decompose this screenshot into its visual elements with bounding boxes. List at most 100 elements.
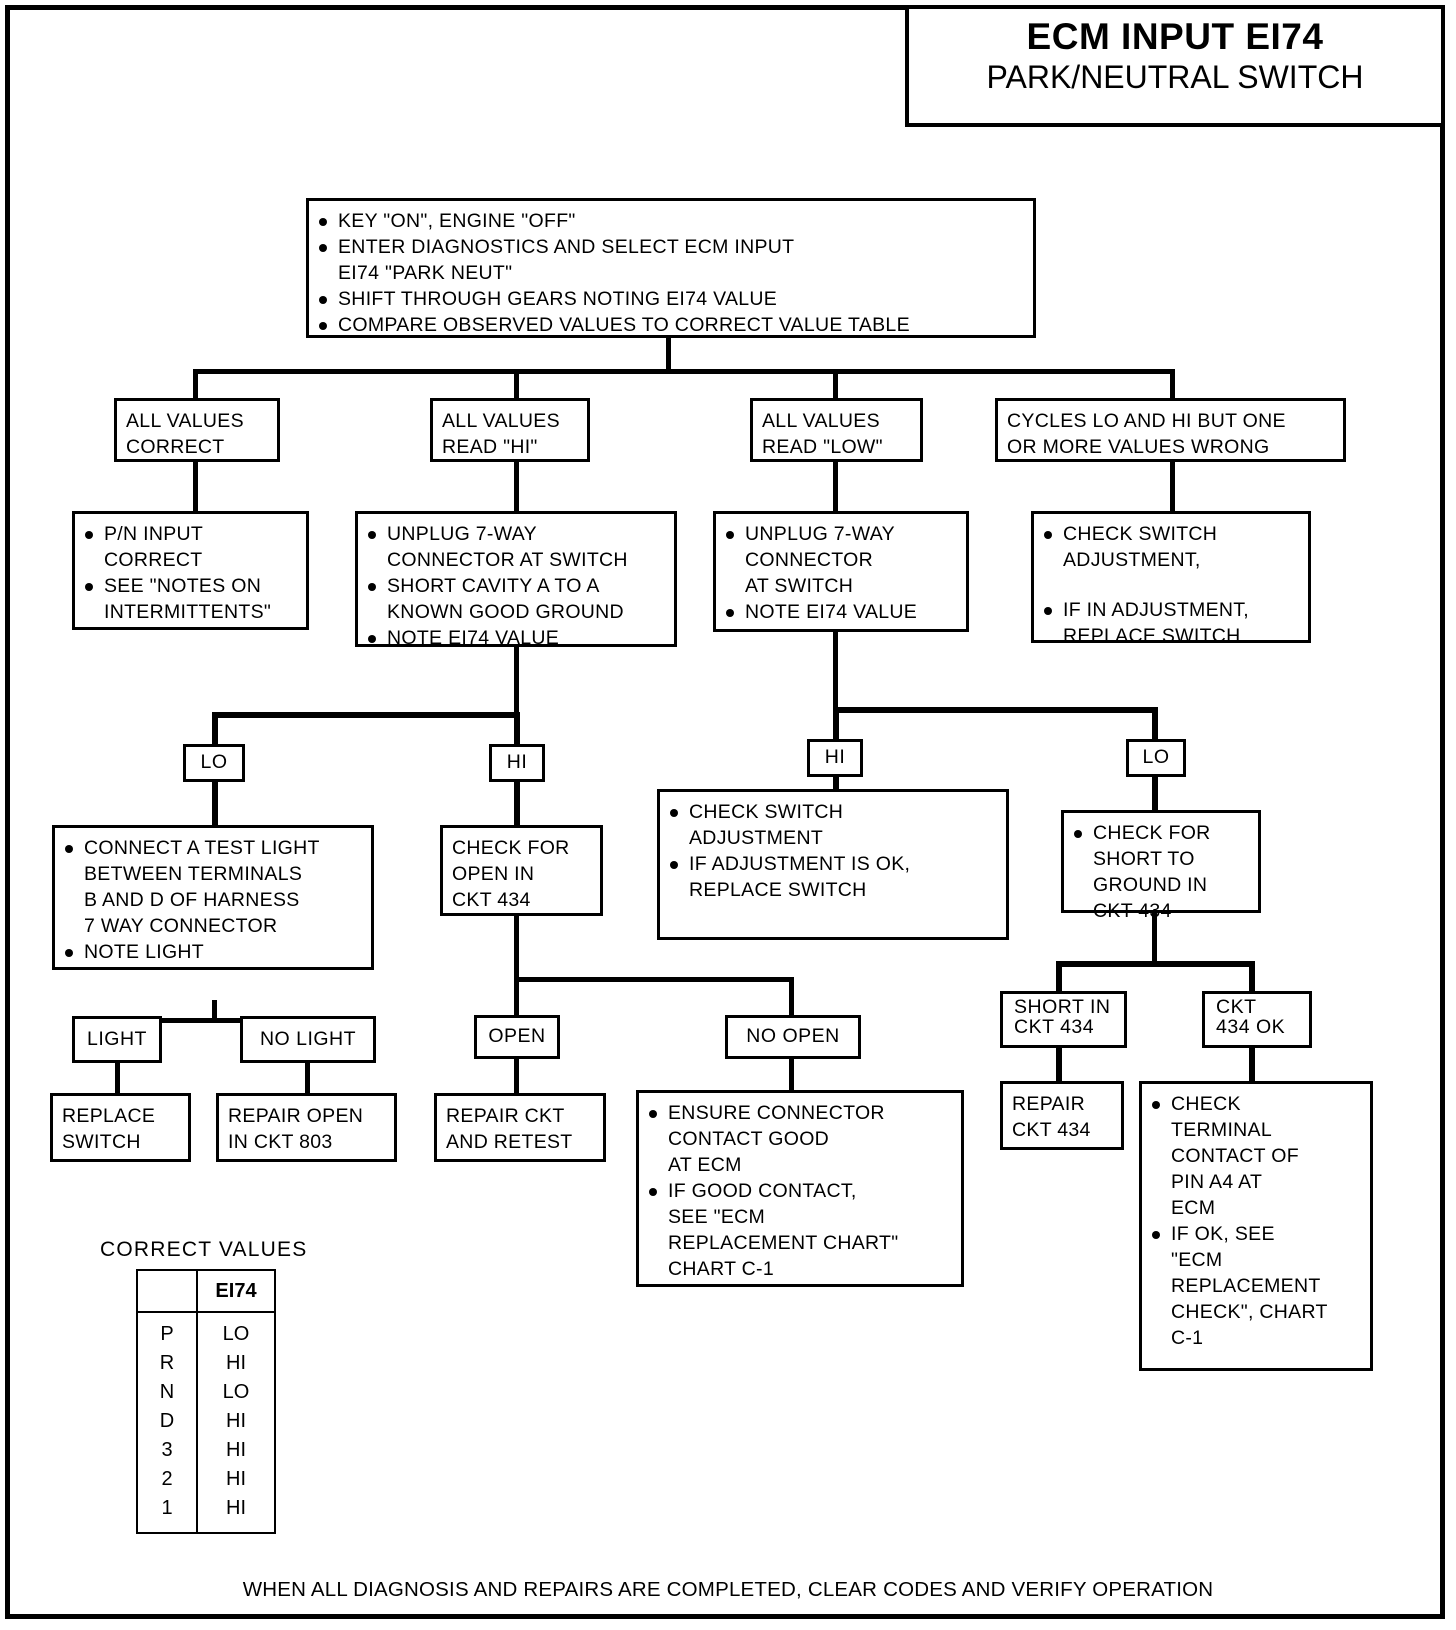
unpluglow-bullet-2: NOTE EI74 VALUE <box>725 599 957 625</box>
connector-shortin-down <box>1056 1047 1062 1084</box>
action-unplug-7way-hi: UNPLUG 7-WAY CONNECTOR AT SWITCH SHORT C… <box>355 511 677 649</box>
value-1: HI <box>226 1497 246 1519</box>
gear-p: P <box>160 1323 174 1345</box>
action-check-terminal-contact-pin-a4: CHECK TERMINAL CONTACT OF PIN A4 AT ECM … <box>1139 1081 1373 1371</box>
unplughi-b2l1: SHORT CAVITY A TO A <box>387 575 600 597</box>
ensure-b1l1: ENSURE CONNECTOR <box>668 1102 885 1124</box>
connector-lo1-down <box>212 781 218 826</box>
checkshort-b1l2: SHORT TO <box>1093 848 1195 870</box>
testlight-bullet-1: CONNECT A TEST LIGHT BETWEEN TERMINALS B… <box>64 835 362 939</box>
checkshort-b1l3: GROUND IN <box>1093 874 1208 896</box>
start-instruction-box: KEY "ON", ENGINE "OFF" ENTER DIAGNOSTICS… <box>306 198 1036 338</box>
branch2-line1: ALL VALUES <box>442 410 560 432</box>
checkadjhi-b2l1: IF ADJUSTMENT IS OK, <box>689 853 911 875</box>
unplughi-b2l2: KNOWN GOOD GROUND <box>387 601 624 623</box>
branch-all-values-read-hi: ALL VALUES READ "HI" <box>430 398 590 462</box>
cycles-b2l2: REPLACE SWITCH <box>1063 625 1241 647</box>
connector-to-branch1 <box>193 369 198 399</box>
checkterm-b1l2: TERMINAL <box>1171 1119 1272 1141</box>
gear-n: N <box>159 1381 175 1403</box>
connector-to-branch4 <box>1170 369 1175 399</box>
connector-unpluglow-down <box>833 632 838 712</box>
footer-note: WHEN ALL DIAGNOSIS AND REPAIRS ARE COMPL… <box>242 1578 1214 1601</box>
pill-ckt434-ok: CKT 434 OK <box>1202 991 1312 1048</box>
title-block: ECM INPUT EI74 PARK/NEUTRAL SWITCH <box>905 5 1445 127</box>
table-value-column: LO HI LO HI HI HI HI <box>196 1311 276 1534</box>
ensure-bullet-1: ENSURE CONNECTOR CONTACT GOOD AT ECM <box>648 1100 952 1178</box>
start-line-2-text: ENTER DIAGNOSTICS AND SELECT ECM INPUT <box>338 236 795 258</box>
connector-branch1-down <box>193 462 198 512</box>
branch4-line1: CYCLES LO AND HI BUT ONE <box>1007 410 1286 432</box>
ensure-b2l1: IF GOOD CONTACT, <box>668 1180 857 1202</box>
branch-all-values-correct: ALL VALUES CORRECT <box>114 398 280 462</box>
connector-light-down <box>115 1062 120 1096</box>
table-body-row: P R N D 3 2 1 LO HI LO HI HI HI HI <box>136 1311 276 1534</box>
gear-r: R <box>159 1352 175 1374</box>
cycles-b2l1: IF IN ADJUSTMENT, <box>1063 599 1250 621</box>
connector-unpluglow-split <box>833 707 1158 713</box>
action-check-short-to-ground-ckt434: CHECK FOR SHORT TO GROUND IN CKT 434 <box>1061 810 1261 922</box>
start-line-5: COMPARE OBSERVED VALUES TO CORRECT VALUE… <box>318 312 1024 338</box>
connector-checkshort-split <box>1056 961 1255 967</box>
unpluglow-b1l2: CONNECTOR <box>745 549 874 571</box>
checkopen-l3: CKT 434 <box>452 889 531 911</box>
connector-unplughi-down <box>514 645 519 715</box>
pill-open: OPEN <box>474 1015 560 1059</box>
connector-branch4-down <box>1170 462 1175 512</box>
checkadjhi-bullet-1: CHECK SWITCH ADJUSTMENT <box>669 799 997 851</box>
action-check-switch-adjustment-cycles: CHECK SWITCH ADJUSTMENT, IF IN ADJUSTMEN… <box>1031 511 1311 647</box>
pn-b2l1: SEE "NOTES ON <box>104 575 262 597</box>
checkterm-b2l2: "ECM <box>1171 1249 1223 1271</box>
connector-checkshort-down <box>1152 910 1157 965</box>
action-pn-input-correct: P/N INPUT CORRECT SEE "NOTES ON INTERMIT… <box>72 511 309 630</box>
cycles-bullet-2: IF IN ADJUSTMENT, REPLACE SWITCH <box>1043 597 1299 649</box>
page-title: ECM INPUT EI74 <box>1026 16 1324 57</box>
table-gear-column: P R N D 3 2 1 <box>136 1311 198 1534</box>
action-repair-ckt434: REPAIR CKT 434 <box>1000 1081 1124 1150</box>
value-3: HI <box>226 1439 246 1461</box>
pill-no-light: NO LIGHT <box>240 1016 376 1063</box>
connector-branch2-down <box>514 462 519 512</box>
cktok-l2: 434 OK <box>1216 1015 1286 1038</box>
ensure-bullet-2: IF GOOD CONTACT, SEE "ECM REPLACEMENT CH… <box>648 1178 952 1282</box>
repairckt-l1: REPAIR CKT <box>446 1105 565 1127</box>
connector-start-down <box>666 336 671 372</box>
checkterm-b2l4: CHECK", CHART <box>1171 1301 1328 1323</box>
pill-lo-2: LO <box>1126 739 1186 777</box>
correct-values-block: CORRECT VALUES EI74 P R N D 3 2 1 LO HI <box>100 1238 307 1534</box>
connector-testlight-down <box>212 1000 217 1022</box>
connector-to-hi1 <box>514 712 520 745</box>
connector-to-branch3 <box>833 369 838 399</box>
action-connect-test-light: CONNECT A TEST LIGHT BETWEEN TERMINALS B… <box>52 825 374 970</box>
cycles-bullet-1: CHECK SWITCH ADJUSTMENT, <box>1043 521 1299 573</box>
checkadjhi-b1l2: ADJUSTMENT <box>689 827 824 849</box>
page-subtitle: PARK/NEUTRAL SWITCH <box>986 58 1364 95</box>
checkterm-b1l3: CONTACT OF <box>1171 1145 1299 1167</box>
gear-1: 1 <box>161 1497 173 1519</box>
pill-light: LIGHT <box>72 1016 162 1063</box>
gear-d: D <box>159 1410 175 1432</box>
checkterm-b1l1: CHECK <box>1171 1093 1241 1115</box>
unpluglow-b1l3: AT SWITCH <box>745 575 854 597</box>
start-line-3-text: EI74 "PARK NEUT" <box>338 262 513 284</box>
connector-nolight-down <box>305 1062 310 1096</box>
repair434-l2: CKT 434 <box>1012 1119 1091 1141</box>
unplughi-b1l1: UNPLUG 7-WAY <box>387 523 537 545</box>
repairckt-l2: AND RETEST <box>446 1131 573 1153</box>
connector-to-noopen <box>789 977 794 1017</box>
pill-short-in-ckt434: SHORT IN CKT 434 <box>1000 991 1127 1048</box>
checkterm-bullet-2: IF OK, SEE "ECM REPLACEMENT CHECK", CHAR… <box>1151 1221 1361 1351</box>
testlight-b1l4: 7 WAY CONNECTOR <box>84 915 278 937</box>
connector-branch3-down <box>833 462 838 512</box>
checkterm-b2l3: REPLACEMENT <box>1171 1275 1321 1297</box>
branch4-line2: OR MORE VALUES WRONG <box>1007 436 1270 458</box>
repairopen-l2: IN CKT 803 <box>228 1131 333 1153</box>
connector-lo2-down <box>1152 776 1158 811</box>
cktok-l1: CKT <box>1216 996 1257 1018</box>
checkshort-b1l1: CHECK FOR <box>1093 822 1211 844</box>
unplughi-b1l2: CONNECTOR AT SWITCH <box>387 549 628 571</box>
action-check-switch-adjustment-hi: CHECK SWITCH ADJUSTMENT IF ADJUSTMENT IS… <box>657 789 1009 940</box>
checkadjhi-b2l2: REPLACE SWITCH <box>689 879 867 901</box>
connector-cktok-down <box>1249 1047 1255 1084</box>
